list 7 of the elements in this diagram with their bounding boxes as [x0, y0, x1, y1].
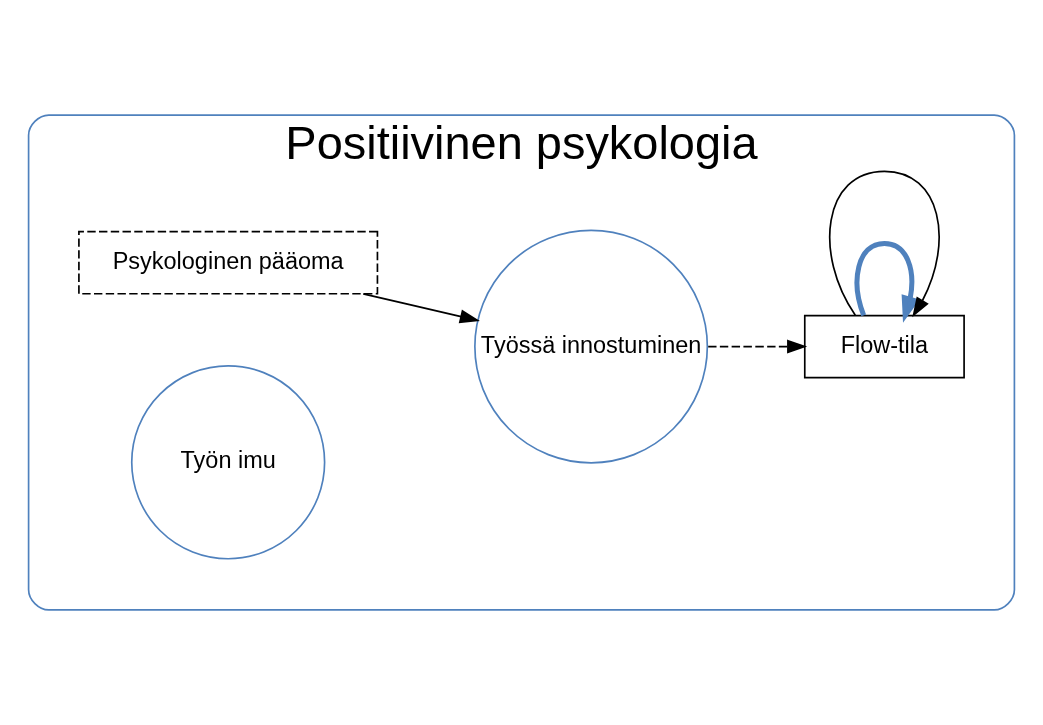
node-circle: Työn imu: [130, 365, 326, 560]
arrow: [707, 339, 808, 354]
node-circle: Työssä innostuminen: [474, 229, 709, 464]
arrow: [362, 293, 480, 324]
node-box: Psykologinen pääoma: [78, 230, 379, 295]
node-box: Flow-tila: [803, 314, 965, 379]
arrow: [828, 170, 940, 318]
